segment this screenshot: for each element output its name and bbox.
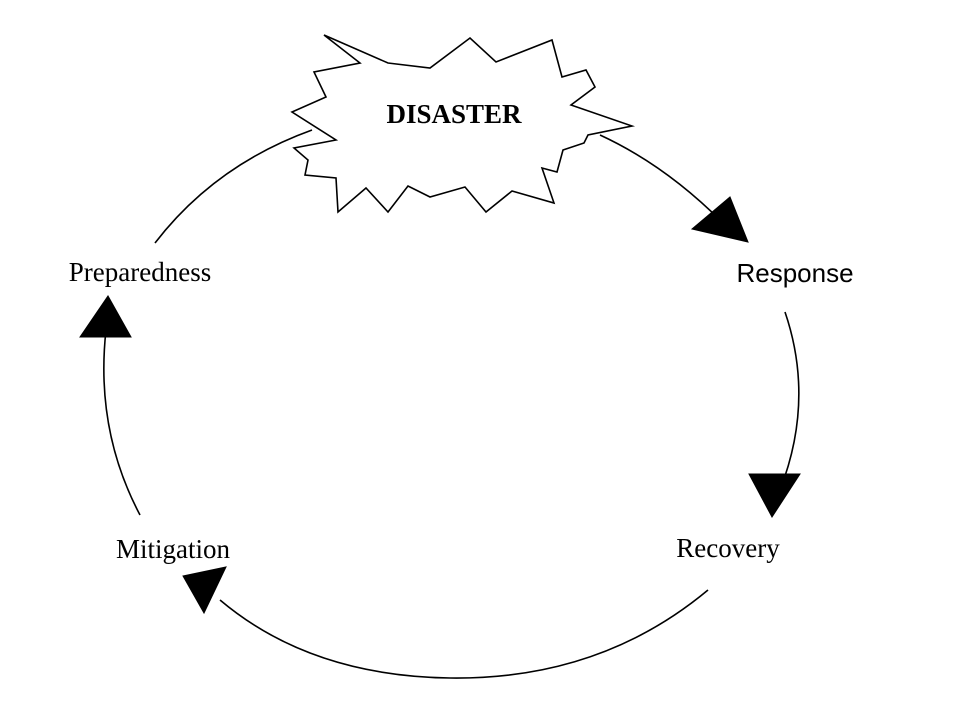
arrowhead-to-recovery bbox=[748, 473, 801, 518]
recovery-label: Recovery bbox=[676, 533, 780, 563]
disaster-starburst bbox=[290, 34, 636, 214]
arrowhead-to-response bbox=[690, 196, 749, 243]
response-label: Response bbox=[736, 258, 853, 288]
arc-response-to-recovery bbox=[779, 311, 800, 491]
arrowhead-to-mitigation bbox=[182, 566, 227, 615]
mitigation-label: Mitigation bbox=[116, 534, 230, 564]
preparedness-label: Preparedness bbox=[69, 257, 211, 287]
disaster-label: DISASTER bbox=[386, 99, 522, 129]
arrowhead-to-preparedness bbox=[79, 295, 132, 338]
arc-recovery-to-mitigation bbox=[219, 589, 709, 679]
arc-mitigation-to-preparedness bbox=[103, 329, 141, 516]
arc-disaster-to-response bbox=[599, 134, 723, 223]
arc-preparedness-to-disaster bbox=[154, 129, 313, 244]
